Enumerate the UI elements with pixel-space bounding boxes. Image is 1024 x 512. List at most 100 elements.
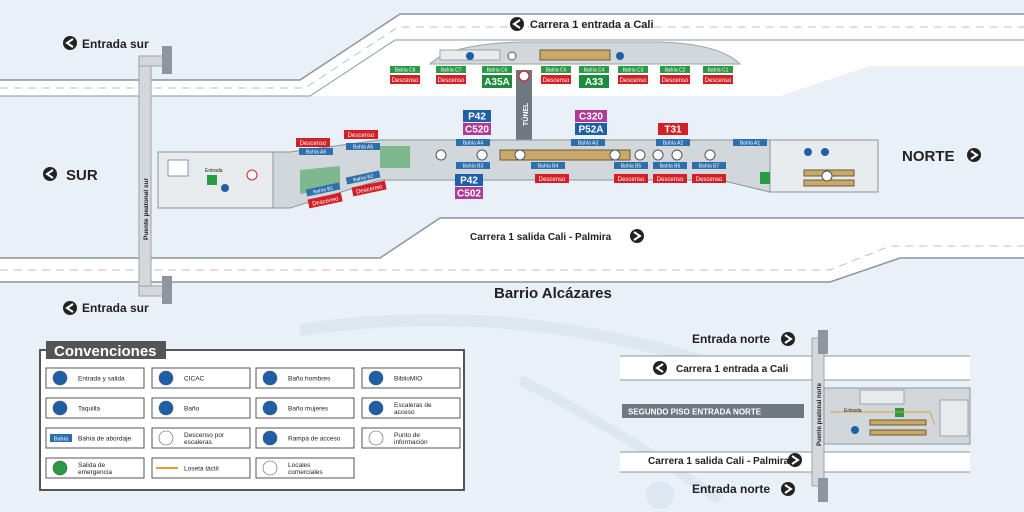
route-c320: C320 xyxy=(579,112,603,123)
bay-c8: Bahía C8 xyxy=(395,68,416,74)
stairs-icon xyxy=(368,400,384,416)
descenso-c7: Descenso xyxy=(438,78,465,84)
descenso-c2: Descenso xyxy=(662,78,689,84)
restroom-icon xyxy=(804,148,812,156)
entrada-norte-top[interactable]: Entrada norte xyxy=(692,332,770,346)
entrada-sur-bottom[interactable]: Entrada sur xyxy=(82,301,149,315)
legend-item xyxy=(361,397,461,419)
route-a33: A33 xyxy=(585,77,604,88)
descenso-c3: Descenso xyxy=(620,78,647,84)
ticket-office-icon xyxy=(466,52,474,60)
bay-a6: Bahía A6 xyxy=(306,150,327,156)
shops-icon xyxy=(262,460,278,476)
descenso-c1: Descenso xyxy=(705,78,732,84)
arrow-right-icon xyxy=(780,331,796,347)
route-p42-a4: P42 xyxy=(468,112,486,123)
shops-icon xyxy=(507,51,517,61)
bay-a1: Bahía A1 xyxy=(740,141,761,147)
b-bays: Bahía B1 Descenso Bahía B2 Descenso Bahí… xyxy=(305,162,726,209)
legend-item xyxy=(361,367,461,389)
inset-road-bottom: Carrera 1 salida Cali - Palmira xyxy=(648,456,790,467)
neighborhood-label: Barrio Alcázares xyxy=(494,285,612,302)
south-label: SUR xyxy=(66,167,98,184)
info-point-icon xyxy=(368,430,384,446)
tunnel: TÚNEL xyxy=(516,70,532,144)
descenso-a5: Descenso xyxy=(348,133,375,139)
shops-icon xyxy=(821,170,833,182)
descenso-b4: Descenso xyxy=(539,177,566,183)
arrow-right-icon xyxy=(629,228,645,244)
bay-c4: Bahía C4 xyxy=(584,68,605,74)
bay-c2: Bahía C2 xyxy=(665,68,686,74)
inset-entrada-room: Entrada xyxy=(844,408,862,414)
stairs-descent-icon xyxy=(158,430,174,446)
top-platform xyxy=(428,41,742,65)
descenso-b2: Descenso xyxy=(356,184,384,196)
legend-item-label: CICAC xyxy=(184,376,205,383)
inset-road-top: Carrera 1 entrada a Cali xyxy=(676,364,789,375)
bibliomio-icon xyxy=(476,149,488,161)
women-restroom-icon xyxy=(262,400,278,416)
legend-item xyxy=(45,427,145,449)
legend-item xyxy=(45,457,145,479)
background-streets xyxy=(299,314,723,509)
route-c520: C520 xyxy=(465,125,489,136)
cicac-icon xyxy=(158,370,174,386)
a-bays: Bahía A6 Descenso Bahía A5 Descenso Bahí… xyxy=(296,110,767,156)
legend-item-label: Taquilla xyxy=(78,406,100,413)
legend-item xyxy=(361,427,461,449)
facility-icons xyxy=(435,51,833,182)
entry-exit-icon xyxy=(52,370,68,386)
route-p42-b3: P42 xyxy=(460,176,478,187)
arrow-right-icon xyxy=(780,481,796,497)
arrow-left-icon xyxy=(42,166,58,182)
bay-c7: Bahía C7 xyxy=(441,68,462,74)
bay-c1: Bahía C1 xyxy=(708,68,729,74)
route-a35a: A35A xyxy=(484,77,510,88)
arrow-right-icon xyxy=(966,147,982,163)
legend-badge-text: Bahía xyxy=(54,437,69,443)
inset-north: Carrera 1 entrada a Cali Carrera 1 salid… xyxy=(620,330,971,502)
restroom-icon xyxy=(821,148,829,156)
bay-b2: Bahía B2 xyxy=(353,173,375,183)
shops-icon xyxy=(514,149,526,161)
legend-item-label: BiblioMIO xyxy=(394,376,422,383)
accessible-restroom-icon xyxy=(158,400,174,416)
entrada-norte-bottom[interactable]: Entrada norte xyxy=(692,482,770,496)
legend-item-label: Rampa de acceso xyxy=(288,436,341,443)
legend-item xyxy=(255,427,355,449)
bay-a5: Bahía A5 xyxy=(353,145,374,151)
inset-bridge-label: Puente peatonal norte xyxy=(817,382,823,446)
legend-item xyxy=(255,457,355,479)
descenso-b6: Descenso xyxy=(657,177,684,183)
arrow-left-icon xyxy=(62,300,78,316)
legend-item xyxy=(151,427,251,449)
emergency-exit-icon xyxy=(52,460,68,476)
bay-c3: Bahía C3 xyxy=(623,68,644,74)
legend-item xyxy=(151,457,251,479)
shops-icon xyxy=(652,149,664,161)
descenso-a6: Descenso xyxy=(300,141,327,147)
descenso-b7: Descenso xyxy=(696,177,723,183)
inset-floor-label: SEGUNDO PISO ENTRADA NORTE xyxy=(628,408,762,417)
bay-a4: Bahía A4 xyxy=(463,141,484,147)
legend-item xyxy=(255,367,355,389)
legend-item-label: Baño xyxy=(184,406,200,413)
shops-icon xyxy=(634,149,646,161)
boarding-bay-icon xyxy=(50,434,72,442)
entrada-sur-top[interactable]: Entrada sur xyxy=(82,37,149,51)
legend-item xyxy=(45,367,145,389)
descenso-c5: Descenso xyxy=(543,78,570,84)
legend-item-label: Baño hombres xyxy=(288,376,331,383)
bay-a2: Bahía A2 xyxy=(663,141,684,147)
entrada-room-label: Entrada xyxy=(205,168,223,174)
legend-item-label: Bahía de abordaje xyxy=(78,436,132,443)
arrow-left-icon xyxy=(62,35,78,51)
bottom-road-label: Carrera 1 salida Cali - Palmira xyxy=(470,232,612,243)
